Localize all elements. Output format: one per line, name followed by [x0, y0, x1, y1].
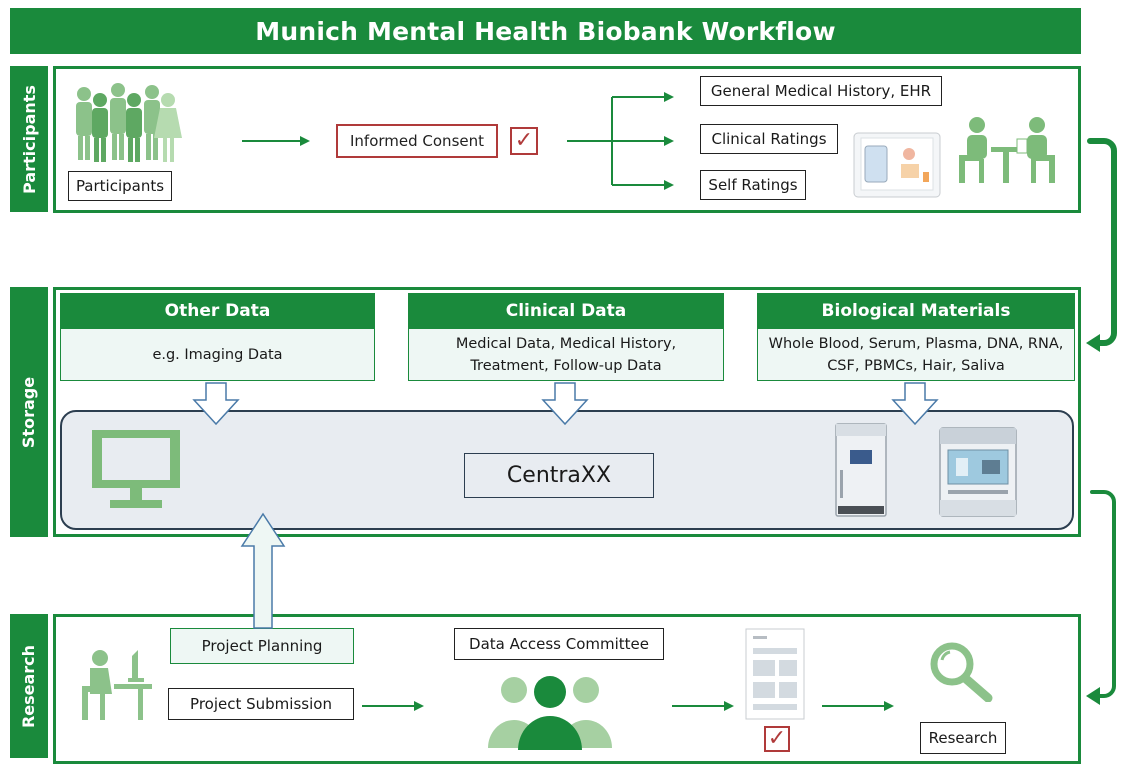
data-access-committee-box: Data Access Committee: [454, 628, 664, 660]
section-label-storage: Storage: [10, 287, 48, 537]
research-result-box: Research: [920, 722, 1006, 754]
informed-consent-box: Informed Consent: [336, 124, 498, 158]
output-medical-history: General Medical History, EHR: [700, 76, 942, 106]
magnifier-icon: [930, 642, 993, 702]
committee-group-icon: [488, 676, 612, 750]
diagram-title: Munich Mental Health Biobank Workflow: [10, 8, 1081, 54]
category-clinical-data-title: Clinical Data: [408, 293, 724, 329]
tablet-app-icon: [853, 132, 941, 198]
automated-storage-icon: [939, 427, 1017, 517]
application-document-icon: [745, 628, 805, 720]
category-biological-materials-title: Biological Materials: [757, 293, 1075, 329]
category-other-data-title: Other Data: [60, 293, 375, 329]
researcher-desk-icon: [82, 650, 152, 720]
approval-checkbox-icon: ✓: [764, 726, 790, 752]
category-clinical-data-body: Medical Data, Medical History, Treatment…: [408, 329, 724, 381]
clinician-interview-icon: [959, 117, 1055, 183]
output-self-ratings: Self Ratings: [700, 170, 806, 200]
section-label-research: Research: [10, 614, 48, 758]
participants-label-box: Participants: [68, 171, 172, 201]
section-label-participants: Participants: [10, 66, 48, 212]
centraxx-system-box: CentraXX: [464, 453, 654, 498]
project-planning-box: Project Planning: [170, 628, 354, 664]
project-submission-box: Project Submission: [168, 688, 354, 720]
participants-group-icon: [76, 83, 182, 162]
category-biological-materials-body: Whole Blood, Serum, Plasma, DNA, RNA, CS…: [757, 329, 1075, 381]
computer-monitor-icon: [92, 430, 180, 508]
freezer-icon: [835, 423, 887, 517]
output-clinical-ratings: Clinical Ratings: [700, 124, 838, 154]
consent-checkbox-icon: ✓: [510, 127, 538, 155]
category-other-data-body: e.g. Imaging Data: [60, 329, 375, 381]
